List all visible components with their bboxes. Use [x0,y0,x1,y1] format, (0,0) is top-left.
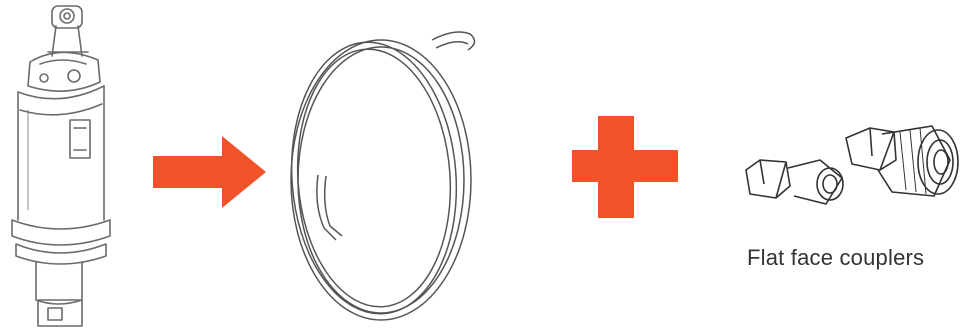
hydraulic-cylinder-icon [11,5,111,327]
plus-icon [572,116,678,218]
couplers-icon [745,125,959,205]
hose-coil-icon [290,31,476,321]
couplers-caption: Flat face couplers [747,245,925,270]
arrow-right-icon [153,136,266,208]
